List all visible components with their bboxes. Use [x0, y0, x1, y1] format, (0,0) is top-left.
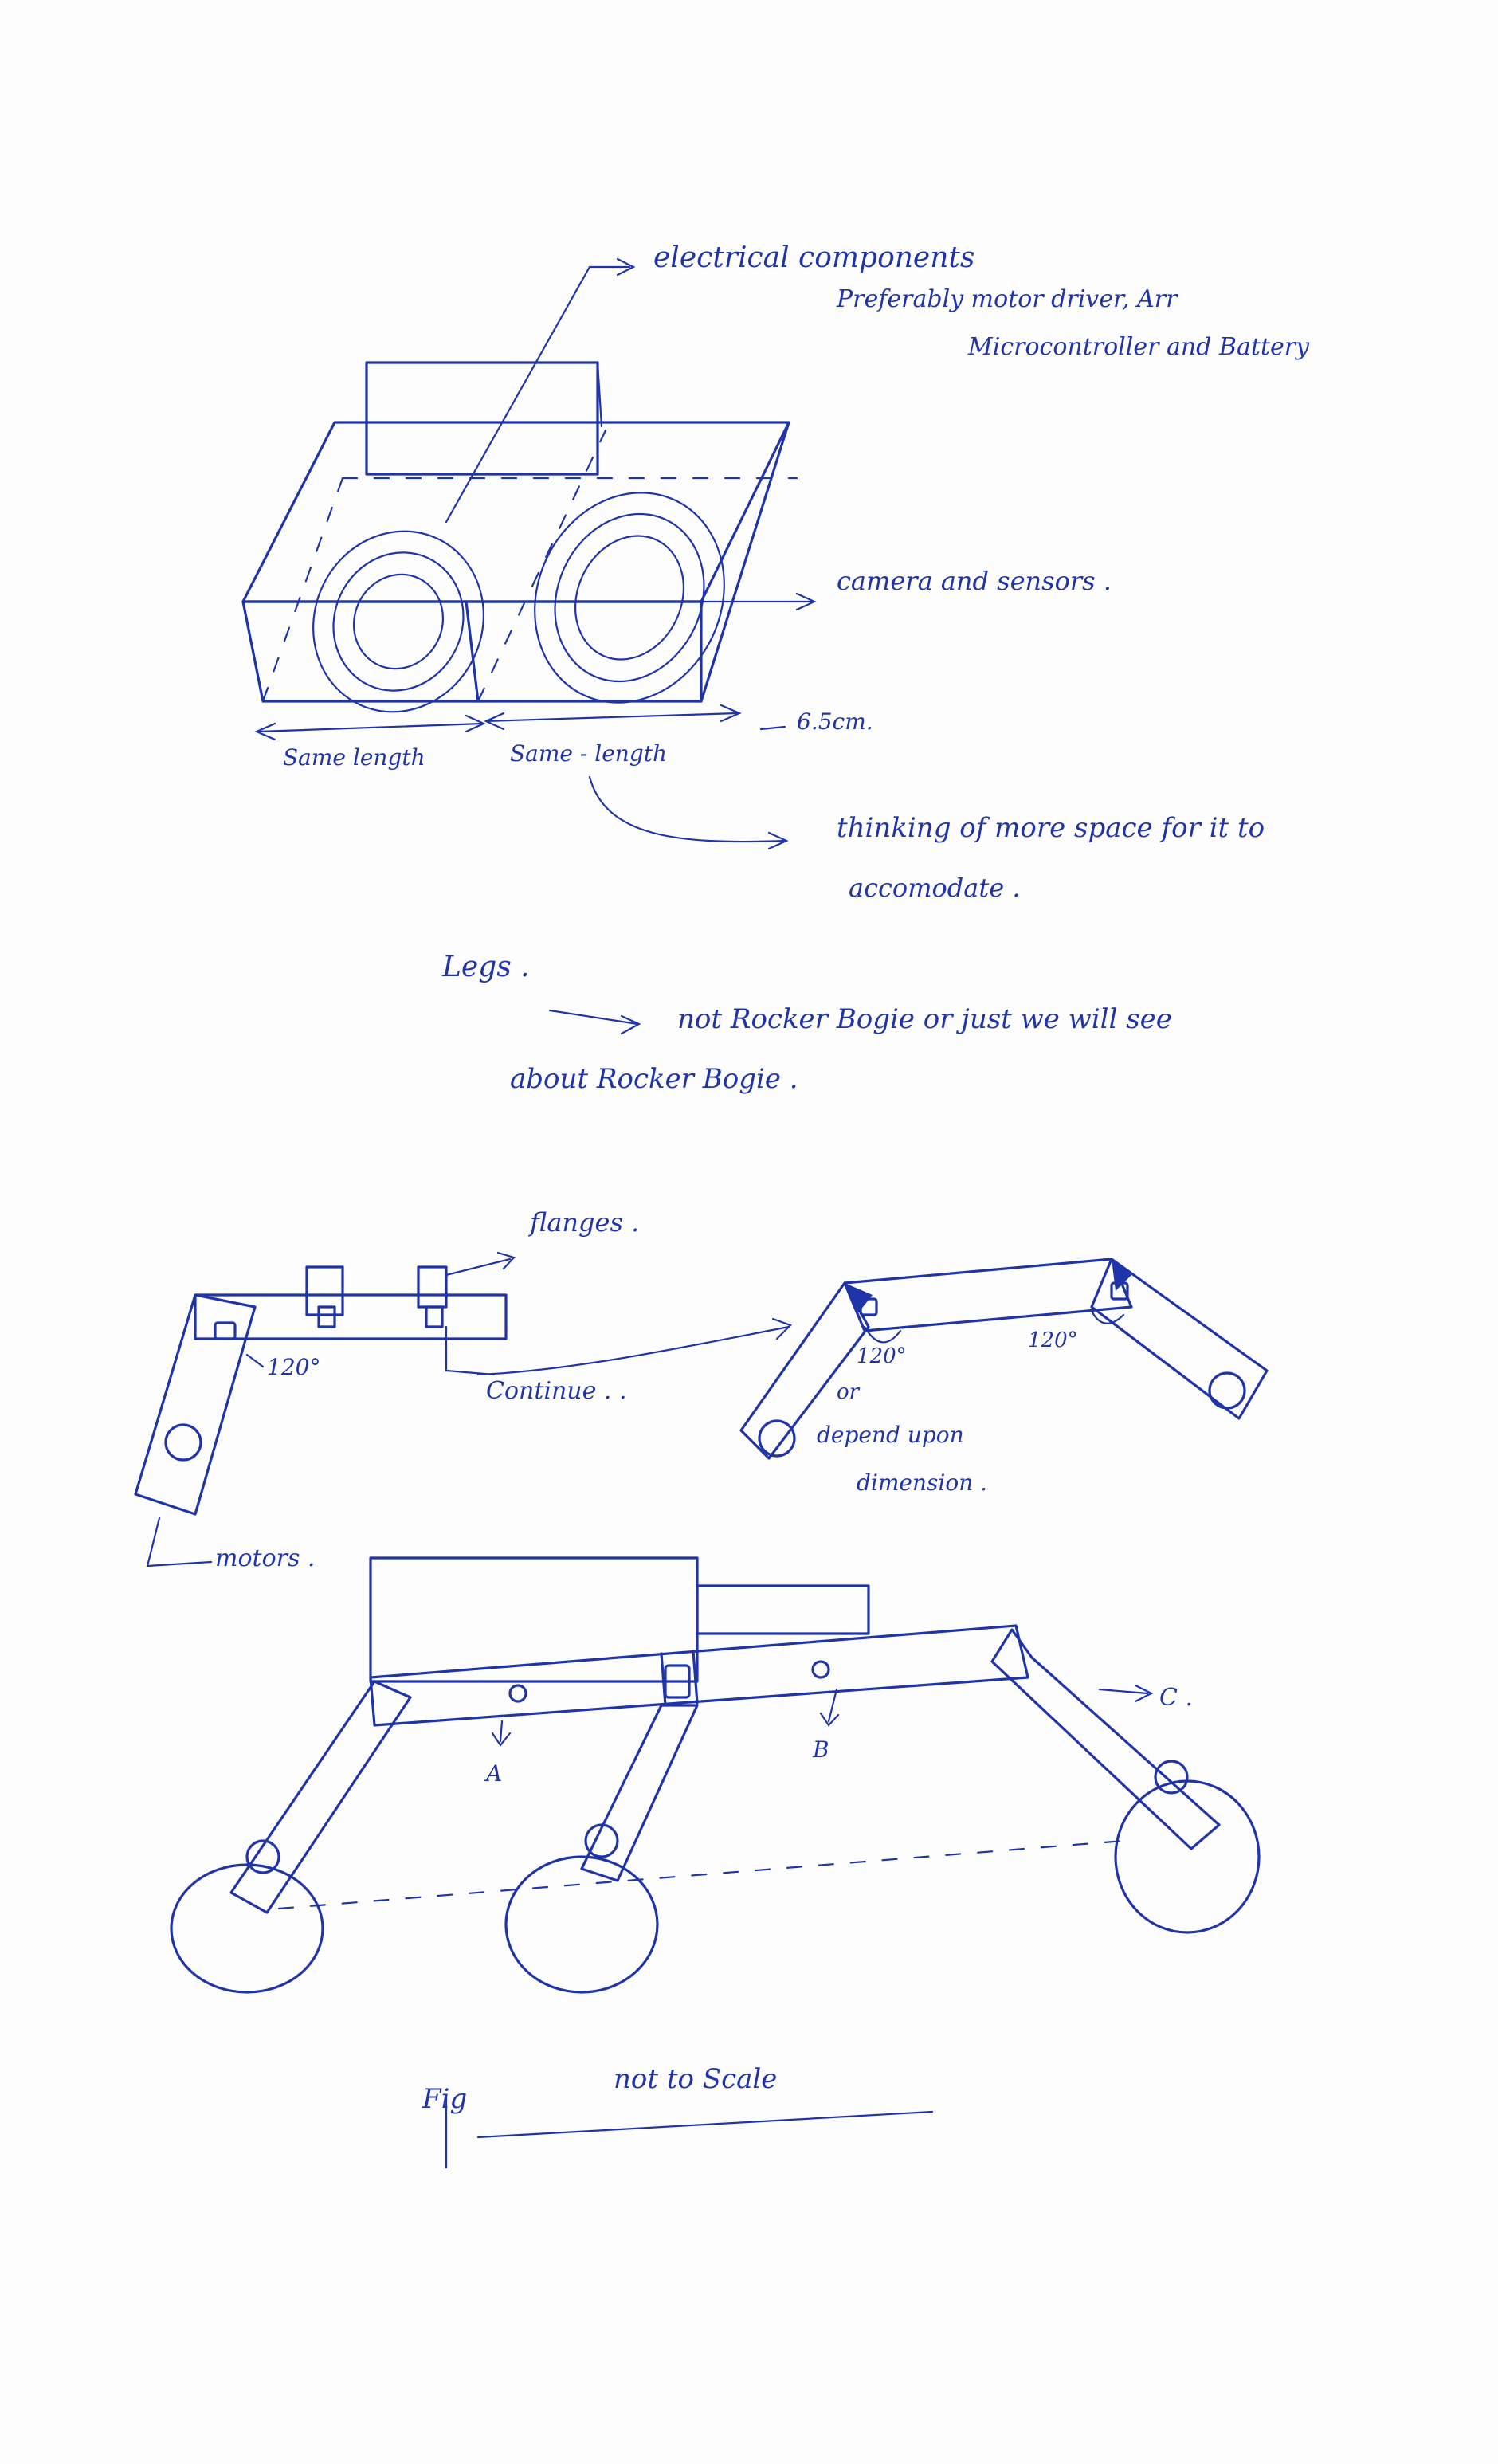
- label-c: C .: [1159, 1684, 1193, 1712]
- label-rocker-1: not Rocker Bogie or just we will see: [677, 1003, 1172, 1035]
- label-fig: Fig: [422, 2083, 467, 2115]
- label-flanges: flanges .: [528, 1207, 639, 1238]
- left-leg-sketch: [135, 1253, 790, 1566]
- label-space-2: accomodate .: [849, 873, 1021, 903]
- label-angle-left: 120°: [267, 1354, 320, 1380]
- body-box-drawing: [243, 363, 797, 740]
- length-dimension: [257, 705, 785, 740]
- label-length-right: Same - length: [510, 740, 667, 767]
- label-space-1: thinking of more space for it to: [837, 812, 1265, 844]
- arrowhead-icon: [622, 1016, 639, 1034]
- label-angle-mid: 120°: [857, 1344, 907, 1368]
- label-rocker-2: about Rocker Bogie .: [510, 1063, 798, 1095]
- label-depend-1: depend upon: [817, 1422, 964, 1448]
- label-electrical: electrical components: [653, 241, 974, 274]
- label-electrical-detail-1: Preferably motor driver, Arr: [836, 285, 1178, 313]
- space-leader: [590, 777, 785, 842]
- rover-sketch-bottom: [171, 1558, 1259, 1992]
- label-b: B: [812, 1736, 829, 1763]
- label-angle-right: 120°: [1028, 1328, 1078, 1352]
- label-length-value: 6.5cm.: [797, 708, 873, 735]
- fig-underline: [478, 2112, 932, 2137]
- label-depend-2: dimension .: [857, 1469, 987, 1496]
- label-not-to-scale: not to Scale: [614, 2063, 777, 2095]
- label-motors: motors .: [215, 1544, 315, 1572]
- label-continue: Continue . .: [486, 1377, 627, 1405]
- label-a: A: [484, 1760, 502, 1787]
- label-electrical-detail-2: Microcontroller and Battery: [967, 333, 1310, 361]
- label-legs: Legs .: [441, 951, 530, 983]
- label-camera: camera and sensors .: [837, 566, 1112, 596]
- label-or: or: [837, 1380, 861, 1404]
- electrical-leader: [446, 267, 629, 522]
- label-length-left: Same length: [283, 744, 425, 771]
